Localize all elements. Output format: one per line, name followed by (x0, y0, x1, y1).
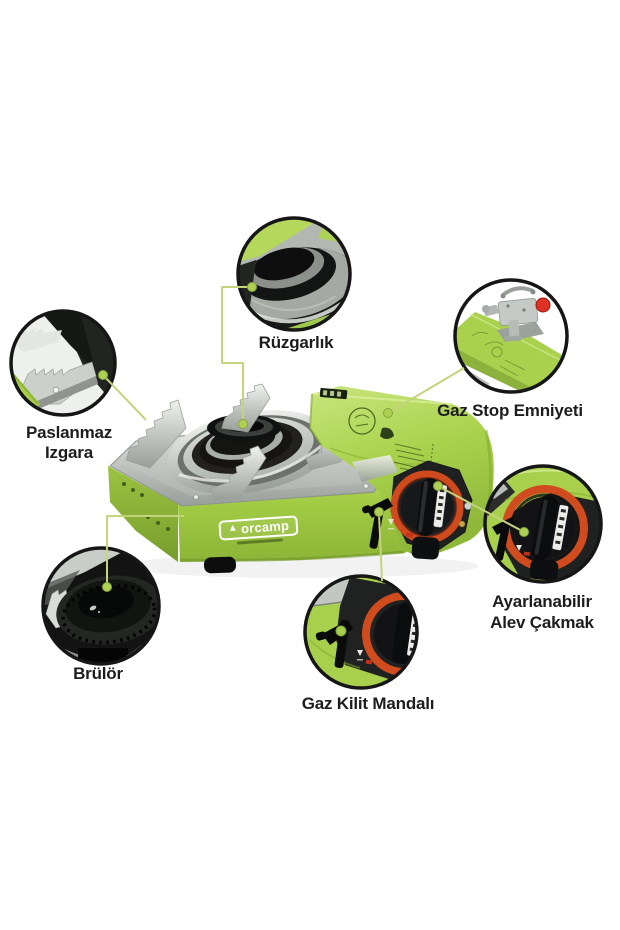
label-burner: Brülör (73, 664, 123, 683)
connector-flame-knob (437, 485, 525, 533)
stove-photo (108, 383, 494, 578)
callout-photo-gas-lock (303, 574, 419, 690)
lid-hinge-plate (352, 455, 398, 482)
lid-print (319, 388, 434, 474)
knob-grip-highlight (418, 480, 428, 533)
knob-label-strip (433, 484, 448, 528)
callout-photo-gas-stop (453, 278, 569, 394)
connector-gas-lock (378, 513, 383, 582)
brand-name: orcamp (240, 517, 290, 536)
label-stainless-grate: Paslanmaz Izgara (26, 423, 112, 463)
lid-leaf-graphic (380, 427, 394, 439)
panel-glyphs (388, 519, 414, 538)
callout-photo-stainless-grate (9, 309, 117, 417)
lid-left-shade (308, 393, 323, 447)
mountain-icon: ▲ (227, 522, 239, 535)
regulator-red-cap (535, 297, 551, 313)
panel-screw (458, 520, 466, 528)
label-windshield: Rüzgarlık (258, 333, 334, 352)
stove-foot-left (203, 556, 237, 574)
lid-stamp (348, 407, 376, 435)
connector-windshield (221, 286, 252, 424)
regulator-base (411, 536, 440, 560)
callout-photo-windshield (236, 216, 352, 332)
regulator-valve (482, 286, 551, 342)
connector-dots (98, 282, 529, 592)
label-adjustable-flame-lighter: Ayarlanabilir Alev Çakmak (490, 591, 594, 633)
label-adjustable-line2: Alev Çakmak (490, 613, 594, 632)
callout-photo-flame-knob (483, 464, 603, 584)
label-adjustable-line1: Ayarlanabilir (492, 592, 592, 611)
label-gas-lock-latch: Gaz Kilit Mandalı (301, 694, 435, 713)
brand-logo: ▲ orcamp (218, 513, 299, 545)
lid-text-lines (393, 443, 434, 474)
connector-stainless-grate (102, 374, 147, 421)
connector-gas-stop (387, 367, 465, 414)
knob-ring-shade (397, 477, 457, 537)
stove-left-face (108, 466, 178, 562)
brand-logo-box: ▲ orcamp (218, 514, 299, 541)
lock-lever-closeup (315, 620, 353, 669)
label-stainless-grate-line2: Izgara (45, 443, 93, 462)
callout-connectors (102, 286, 525, 587)
label-stainless-grate-line1: Paslanmaz (25, 423, 113, 442)
label-gas-stop-safety: Gaz Stop Emniyeti (437, 401, 583, 420)
connector-burner (106, 515, 184, 587)
